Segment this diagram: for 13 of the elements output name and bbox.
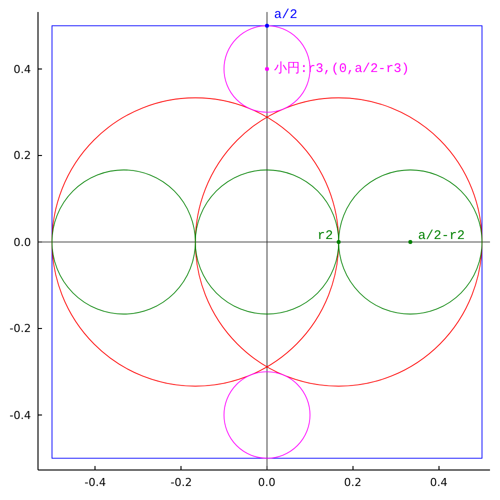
tick-label: 0.4: [430, 477, 448, 488]
tick-label: -0.2: [10, 323, 31, 334]
tick-label: 0.2: [14, 150, 31, 161]
tick-label: 0.0: [258, 477, 276, 488]
tick-label: 0.4: [14, 64, 31, 74]
tick-label: -0.4: [84, 477, 106, 488]
point-label: r2: [317, 229, 333, 242]
tick-label: -0.4: [10, 410, 31, 420]
point-label: a/2: [274, 8, 298, 21]
point-label: a/2-r2: [418, 229, 465, 242]
tick-label: -0.2: [170, 477, 192, 488]
tick-label: 0.0: [14, 236, 31, 248]
tick-label: 0.2: [344, 477, 362, 488]
